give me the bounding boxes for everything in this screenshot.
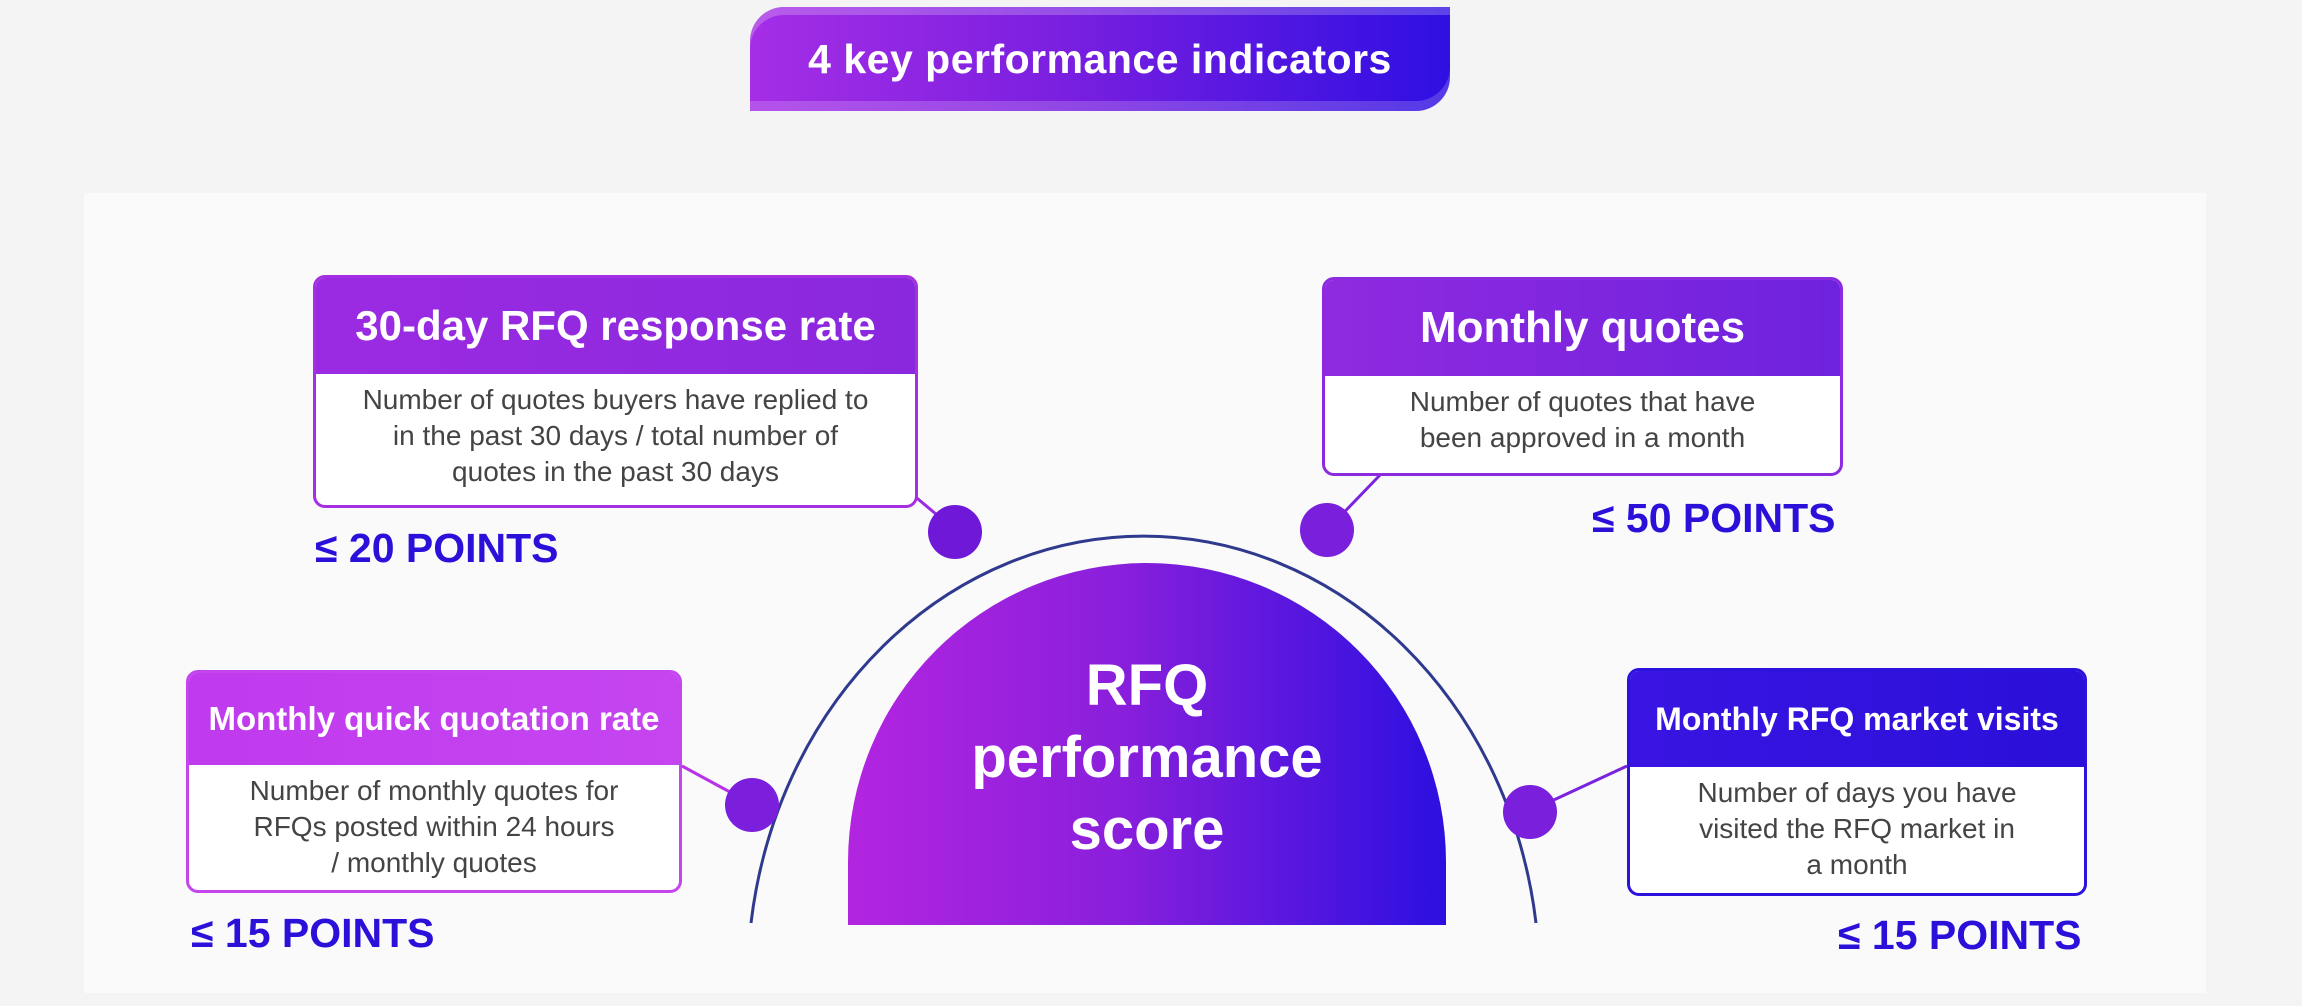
header-banner: 4 key performance indicators <box>750 7 1450 111</box>
indicator-description: Number of monthly quotes for RFQs posted… <box>189 765 679 889</box>
outer-arc <box>749 534 1538 924</box>
indicator-points: ≤ 15 POINTS <box>1838 912 2082 958</box>
indicator-description: Number of days you have visited the RFQ … <box>1630 767 2084 891</box>
description-line: Number of monthly quotes for <box>249 775 619 806</box>
indicator-card-monthly-quotes: Monthly quotes Number of quotes that hav… <box>1322 277 1843 476</box>
node-dot-2 <box>1300 503 1354 557</box>
description-line: Number of quotes buyers have replied to <box>362 384 869 415</box>
indicator-card-quick-quotation: Monthly quick quotation rate Number of m… <box>186 670 682 893</box>
description-line: visited the RFQ market in <box>1699 813 2015 844</box>
description-line: Number of days you have <box>1697 777 2017 808</box>
indicator-card-response-rate: 30-day RFQ response rate Number of quote… <box>313 275 918 508</box>
indicator-title: Monthly quick quotation rate <box>189 673 679 765</box>
indicator-points: ≤ 20 POINTS <box>315 525 559 571</box>
indicator-points: ≤ 50 POINTS <box>1592 495 1836 541</box>
node-dot-1 <box>928 505 982 559</box>
indicator-description: Number of quotes that have been approved… <box>1325 376 1840 464</box>
center-label-line: performance <box>971 725 1323 790</box>
description-line: in the past 30 days / total number of <box>392 420 839 451</box>
indicator-title: 30-day RFQ response rate <box>316 278 915 374</box>
node-dot-4 <box>1503 785 1557 839</box>
indicator-points: ≤ 15 POINTS <box>191 910 435 956</box>
description-line: Number of quotes that have <box>1409 386 1756 417</box>
description-line: / monthly quotes <box>331 847 537 878</box>
description-line: RFQs posted within 24 hours <box>253 811 615 842</box>
indicator-title: Monthly RFQ market visits <box>1630 671 2084 767</box>
description-line: been approved in a month <box>1419 422 1746 453</box>
header-title: 4 key performance indicators <box>808 35 1392 82</box>
indicator-description: Number of quotes buyers have replied to … <box>316 374 915 498</box>
indicator-card-market-visits: Monthly RFQ market visits Number of days… <box>1627 668 2087 896</box>
indicator-title: Monthly quotes <box>1325 280 1840 376</box>
center-label-line: RFQ <box>1085 653 1209 718</box>
description-line: quotes in the past 30 days <box>452 456 779 487</box>
node-dot-3 <box>725 778 779 832</box>
center-label-line: score <box>1069 797 1225 862</box>
description-line: a month <box>1806 849 1908 880</box>
